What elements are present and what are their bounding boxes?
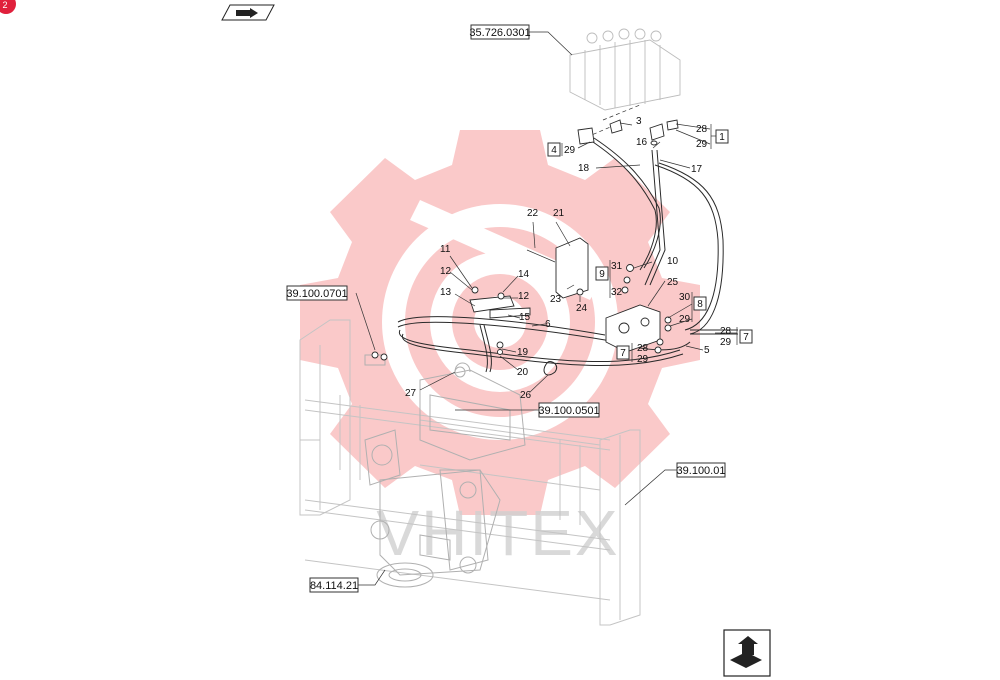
part-20: 20	[517, 367, 529, 378]
box-part-1[interactable]: 1	[715, 129, 729, 144]
part-19: 19	[517, 347, 529, 358]
part-23: 23	[550, 294, 562, 305]
part-24: 24	[576, 303, 588, 314]
part-29-left: 29	[564, 145, 576, 156]
watermark-logo	[300, 130, 700, 515]
part-12-right: 12	[518, 291, 530, 302]
part-14: 14	[518, 269, 530, 280]
part-29-top: 29	[696, 139, 708, 150]
part-11: 11	[440, 244, 451, 255]
ref-label-84-114-21[interactable]: 84.114.21	[309, 577, 359, 593]
part-21: 21	[553, 208, 565, 219]
part-10: 10	[667, 256, 679, 267]
box-part-4[interactable]: 4	[547, 142, 561, 157]
svg-text:1: 1	[719, 132, 725, 143]
ref-label-39-100-01[interactable]: 39.100.01	[676, 462, 726, 478]
svg-text:39.100.0501: 39.100.0501	[538, 405, 599, 417]
manifold-block	[371, 119, 679, 361]
part-29-mid: 29	[679, 314, 691, 325]
part-12-left: 12	[440, 266, 452, 277]
part-28-top: 28	[696, 124, 708, 135]
leader-lines	[355, 31, 737, 586]
part-29-low: 29	[637, 354, 649, 365]
box-part-8[interactable]: 8	[693, 296, 707, 311]
carriage-assembly	[364, 354, 526, 588]
part-28-right: 28	[720, 326, 732, 337]
svg-text:2: 2	[2, 0, 7, 10]
svg-text:4: 4	[551, 145, 557, 156]
ref-label-39-100-0701[interactable]: 39.100.0701	[286, 285, 348, 301]
part-6: 6	[545, 319, 551, 330]
svg-text:35.726.0301: 35.726.0301	[469, 27, 530, 39]
control-valve	[569, 28, 681, 141]
svg-text:9: 9	[599, 269, 605, 280]
page-back-icon[interactable]	[221, 4, 275, 21]
svg-text:39.100.0701: 39.100.0701	[286, 288, 347, 300]
part-16: 16	[636, 137, 648, 148]
svg-text:8: 8	[697, 299, 703, 310]
part-31: 31	[611, 261, 623, 272]
mast-frame	[299, 319, 641, 626]
part-26: 26	[520, 390, 532, 401]
part-numbers: 3 28 29 29 16 17 18 22 21 11 12 14 12 13…	[405, 116, 732, 401]
part-27: 27	[405, 388, 417, 399]
part-28-low: 28	[637, 343, 649, 354]
part-17: 17	[691, 164, 703, 175]
ref-label-39-100-0501[interactable]: 39.100.0501	[538, 402, 600, 418]
part-18: 18	[578, 163, 590, 174]
part-29-right: 29	[720, 337, 732, 348]
page-badge: 2	[0, 0, 16, 14]
part-30: 30	[679, 292, 691, 303]
svg-text:7: 7	[743, 332, 749, 343]
page-forward-icon[interactable]	[723, 629, 771, 677]
svg-text:7: 7	[620, 348, 626, 359]
part-15: 15	[519, 312, 531, 323]
ref-label-35-726-0301[interactable]: 35.726.0301	[469, 24, 531, 40]
svg-text:39.100.01: 39.100.01	[677, 465, 726, 477]
svg-text:84.114.21: 84.114.21	[310, 580, 358, 592]
part-25: 25	[667, 277, 679, 288]
box-part-9[interactable]: 9	[595, 266, 609, 281]
part-5: 5	[704, 345, 710, 356]
part-22: 22	[527, 208, 539, 219]
box-part-7-left[interactable]: 7	[616, 345, 630, 360]
part-13: 13	[440, 287, 452, 298]
box-part-7-right[interactable]: 7	[739, 329, 753, 344]
part-32: 32	[611, 287, 623, 298]
part-3: 3	[636, 116, 642, 127]
